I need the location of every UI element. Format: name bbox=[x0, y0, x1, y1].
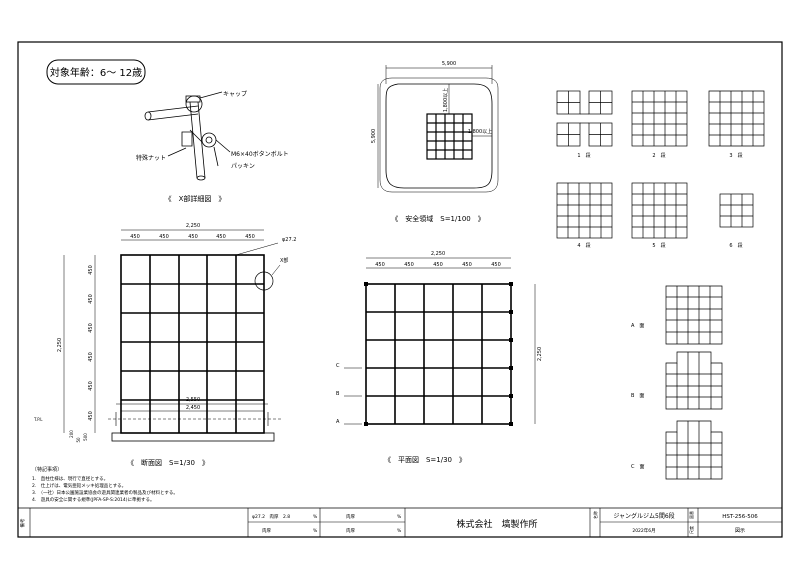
section-tier-5: 450 bbox=[88, 381, 94, 391]
cap-label: キャップ bbox=[223, 91, 247, 98]
elevation-a-label: A 面 bbox=[631, 323, 644, 329]
tier-6-plan bbox=[719, 193, 754, 228]
x-detail-title: 《 X部詳細図 》 bbox=[165, 194, 226, 203]
section-bay-1: 450 bbox=[130, 234, 140, 240]
plan-overall-width: 2,250 bbox=[431, 251, 445, 257]
section-tier-3: 450 bbox=[88, 323, 94, 333]
elevation-c-label: C 面 bbox=[631, 464, 645, 470]
section-overall-width: 2,250 bbox=[186, 223, 200, 229]
safety-area-title: 《 安全領域 S=1/100 》 bbox=[391, 214, 484, 223]
section-foot-2: 50 bbox=[76, 437, 81, 443]
section-tier-6: 450 bbox=[88, 411, 94, 421]
section-height-total: 2,250 bbox=[57, 338, 63, 352]
drawing-no: HST-256-506 bbox=[722, 514, 758, 520]
tier-3-label: 3 段 bbox=[729, 152, 742, 159]
plan-view-title: 《 平面図 S=1/30 》 bbox=[384, 456, 466, 464]
bolt-label: M6×40ボタンボルト bbox=[231, 150, 289, 158]
tier-2-plan bbox=[631, 90, 688, 147]
x-detail-view bbox=[144, 91, 231, 181]
drawing-no-label: 図番 bbox=[688, 511, 694, 519]
name-label: 名称 bbox=[592, 511, 598, 519]
note-4: 4. 遊具の安全に関する規準(JPFA-SP-S:2014)に準拠する。 bbox=[32, 496, 155, 503]
plan-view-joints bbox=[364, 282, 513, 426]
tier-5-plan bbox=[631, 182, 688, 239]
sheet-border bbox=[17, 41, 783, 538]
age-badge bbox=[46, 59, 146, 85]
section-tier-4: 450 bbox=[88, 352, 94, 362]
elevation-b bbox=[665, 351, 723, 410]
elevations bbox=[665, 285, 723, 480]
section-bay-4: 450 bbox=[216, 234, 226, 240]
section-foot-1: 200 bbox=[69, 430, 74, 438]
section-base-width-2: 2,450 bbox=[186, 405, 200, 411]
section-foot-3: 500 bbox=[83, 433, 88, 441]
wall-label-1: 肉厚 bbox=[262, 527, 271, 534]
section-view-title: 《 断面図 S=1/30 》 bbox=[127, 458, 209, 467]
safety-clearance-v: 1,800以上 bbox=[442, 88, 449, 112]
safety-width: 5,900 bbox=[442, 61, 456, 67]
tier-4-label: 4 段 bbox=[577, 242, 590, 249]
packing-label: パッキン bbox=[231, 163, 255, 170]
tier-1-plan bbox=[556, 90, 613, 147]
spec-pipe: φ27.2 肉厚 2.8 bbox=[252, 513, 290, 520]
notes-title: 〔特記事項〕 bbox=[32, 466, 62, 473]
note-2: 2. 仕上げは、電気亜鉛メッキ処理品とする。 bbox=[32, 482, 126, 489]
plan-bay-4: 450 bbox=[462, 262, 472, 268]
note-3: 3. （一社）日本公園施設業協会の遊具関連業者の製品及び材料とする。 bbox=[32, 489, 178, 496]
plan-bay-1: 450 bbox=[375, 262, 385, 268]
remarks-label: 備考 bbox=[19, 518, 26, 527]
elevation-b-label: B 面 bbox=[631, 393, 644, 399]
scale-label: 尺度 bbox=[688, 526, 694, 534]
tier-1-label: 1 段 bbox=[577, 152, 590, 159]
elevation-a bbox=[665, 285, 723, 345]
wall-label-2: 肉厚 bbox=[346, 513, 355, 520]
age-badge-text: 対象年齢：6～ 12歳 bbox=[50, 66, 142, 79]
company-name: 株式会社 塙製作所 bbox=[456, 518, 537, 530]
scale-value: 図示 bbox=[735, 528, 745, 534]
safety-area-view bbox=[377, 65, 499, 193]
plan-mark-a: A bbox=[336, 419, 340, 425]
section-view bbox=[63, 229, 283, 442]
section-bay-2: 450 bbox=[159, 234, 169, 240]
tier-2-label: 2 段 bbox=[652, 152, 665, 159]
safety-clearance-h: 1,800以上 bbox=[468, 128, 492, 135]
plan-bay-3: 450 bbox=[433, 262, 443, 268]
tier-plans bbox=[556, 90, 765, 239]
plan-mark-b: B bbox=[336, 391, 340, 397]
spec-unit-3: % bbox=[397, 514, 402, 520]
section-base-width-1: 2,550 bbox=[186, 397, 200, 403]
note-1: 1. 直柱仕様は、現行で直径とする。 bbox=[32, 475, 108, 482]
section-x-part: X部 bbox=[280, 257, 288, 264]
nut-label: 特殊ナット bbox=[136, 154, 166, 162]
plan-view bbox=[344, 257, 536, 425]
plan-mark-c: C bbox=[336, 363, 340, 369]
tier-5-label: 5 段 bbox=[652, 242, 665, 249]
tier-4-plan bbox=[556, 182, 613, 239]
drawing-date: 2022年6月 bbox=[632, 527, 655, 534]
ground-label: T.P.L bbox=[33, 417, 43, 422]
section-tier-1: 450 bbox=[88, 265, 94, 275]
spec-unit-2: % bbox=[313, 528, 318, 534]
safety-height: 5,900 bbox=[371, 129, 377, 143]
plan-depth-total: 2,250 bbox=[537, 347, 543, 361]
spec-unit-4: % bbox=[397, 528, 402, 534]
section-bay-3: 450 bbox=[188, 234, 198, 240]
plan-bay-5: 450 bbox=[491, 262, 501, 268]
section-pipe-dia: φ27.2 bbox=[282, 237, 296, 243]
elevation-c bbox=[665, 420, 723, 480]
title-block bbox=[29, 508, 782, 537]
section-bay-5: 450 bbox=[245, 234, 255, 240]
tier-6-label: 6 段 bbox=[729, 242, 742, 249]
spec-unit-1: % bbox=[313, 514, 318, 520]
plan-bay-2: 450 bbox=[404, 262, 414, 268]
wall-label-3: 肉厚 bbox=[346, 527, 355, 534]
safety-area-grid bbox=[426, 113, 473, 160]
tier-3-plan bbox=[708, 90, 765, 147]
product-name: ジャングルジム5間6段 bbox=[613, 512, 674, 520]
section-tier-2: 450 bbox=[88, 294, 94, 304]
